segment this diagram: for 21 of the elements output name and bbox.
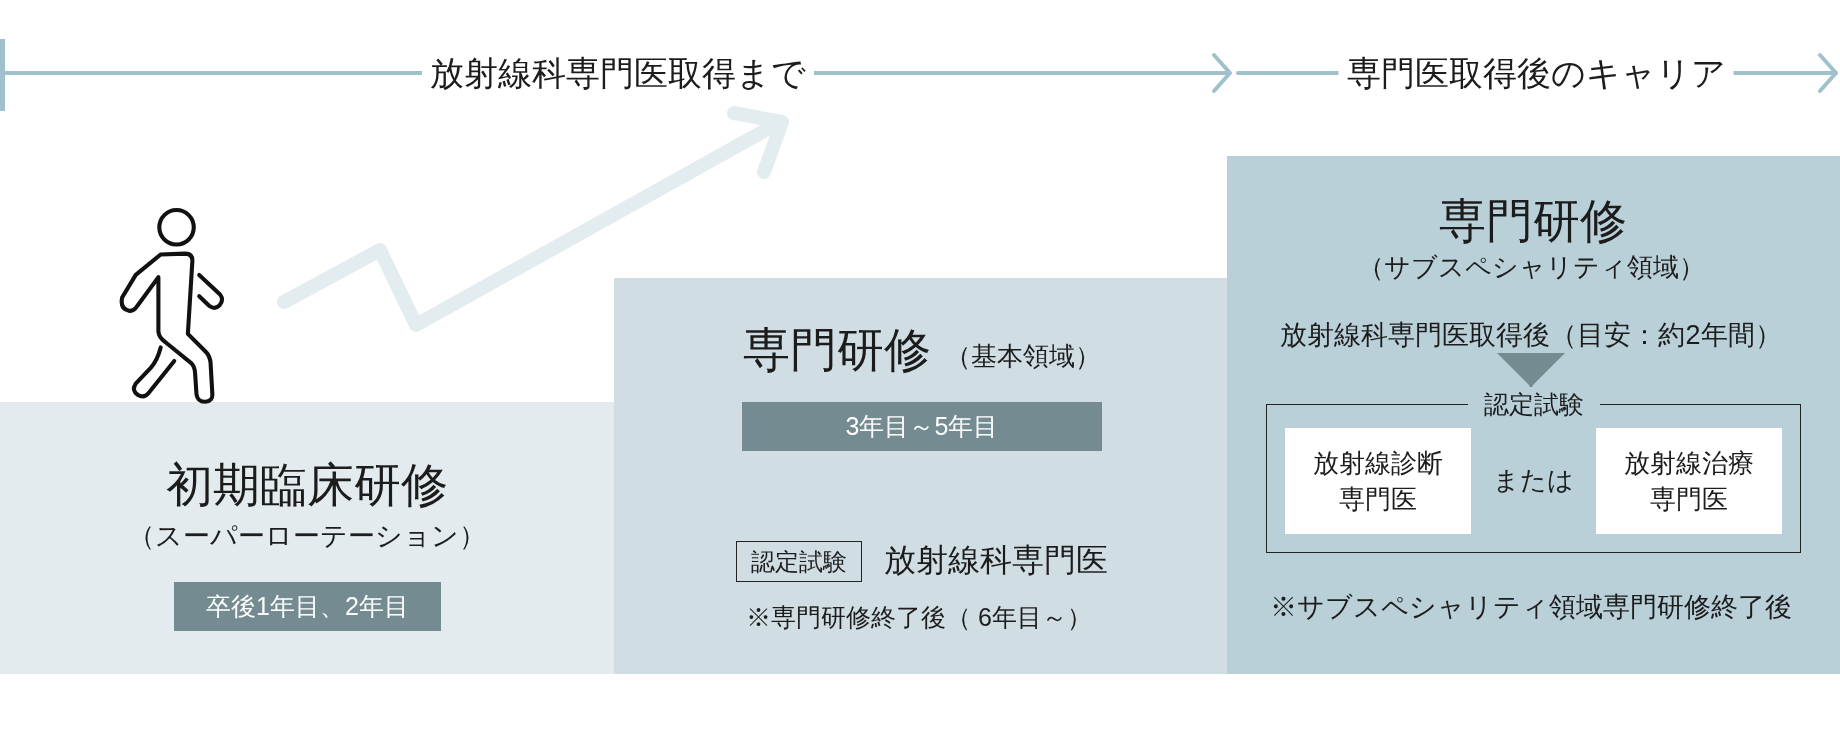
stage-panel <box>614 278 1227 674</box>
duration-text: 放射線科専門医取得後（目安：約2年間） <box>1280 318 1782 353</box>
certification-card: 放射線治療専門医 <box>1596 428 1782 534</box>
footnote: ※サブスペシャリティ領域専門研修終了後 <box>1270 591 1792 625</box>
qualification-text: 放射線科専門医 <box>884 541 1108 581</box>
or-text: または <box>1493 464 1574 498</box>
period-tag: 3年目～5年目 <box>742 402 1102 451</box>
stage-panel <box>1227 156 1840 674</box>
frame-title: 認定試験 <box>1482 389 1585 420</box>
stage-subtitle: （スーパーローテーション） <box>128 520 486 554</box>
period-tag: 卒後1年目、2年目 <box>174 582 441 631</box>
stage-title: 専門研修 <box>743 322 931 379</box>
stage-title: 専門研修 <box>1439 193 1627 250</box>
arrow <box>1497 353 1565 387</box>
footnote: ※専門研修終了後（ 6年目～） <box>746 601 1092 633</box>
stage-subtitle: （サブスペシャリティ領域） <box>1357 251 1705 285</box>
stage-title: 初期臨床研修 <box>166 457 448 514</box>
exam-tag: 認定試験 <box>736 541 862 582</box>
certification-card: 放射線診断専門医 <box>1285 428 1471 534</box>
stage-subtitle: （基本領域） <box>945 340 1101 374</box>
stage-panel <box>0 402 614 674</box>
